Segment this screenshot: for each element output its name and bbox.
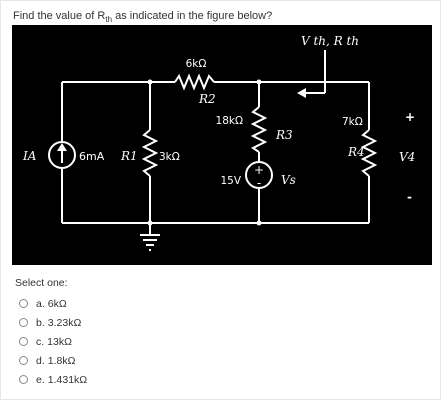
radio-button[interactable]: [19, 337, 28, 346]
circuit-wires: [48, 50, 378, 251]
r4-value: 7kΩ: [342, 116, 363, 128]
ia-value: 6mA: [79, 150, 105, 163]
question-card: Find the value of Rth as indicated in th…: [0, 0, 441, 400]
option-letter: d.: [36, 354, 45, 367]
option-c[interactable]: c. 13kΩ: [19, 332, 87, 351]
circuit-background: [12, 25, 432, 265]
radio-button[interactable]: [19, 299, 28, 308]
radio-button[interactable]: [19, 375, 28, 384]
r3-value: 18kΩ: [216, 115, 243, 127]
r1-value: 3kΩ: [159, 151, 180, 163]
vth-arrow: [297, 88, 306, 98]
select-one-label: Select one:: [15, 277, 68, 289]
option-text: 1.8kΩ: [47, 354, 76, 367]
r2-resistor: [174, 73, 215, 91]
current-source: [48, 141, 76, 169]
option-a[interactable]: a. 6kΩ: [19, 294, 87, 313]
option-letter: b.: [36, 316, 45, 329]
option-text: 3.23kΩ: [47, 316, 82, 329]
circuit-figure: + - V th, R th 6kΩ R2 18kΩ R3 7kΩ R4 + V…: [12, 25, 432, 265]
r2-value: 6kΩ: [186, 58, 207, 70]
v4-name: V4: [399, 150, 415, 164]
circuit-diagram: + - V th, R th 6kΩ R2 18kΩ R3 7kΩ R4 + V…: [12, 25, 432, 265]
option-letter: e.: [36, 373, 45, 386]
ia-name: IA: [22, 149, 37, 163]
r3-name: R3: [275, 128, 293, 142]
current-arrow: [57, 143, 67, 151]
option-letter: a.: [36, 297, 45, 310]
option-text: 13kΩ: [47, 335, 72, 348]
radio-button[interactable]: [19, 356, 28, 365]
vs-value: 15V: [220, 175, 241, 187]
question-text: Find the value of Rth as indicated in th…: [13, 10, 273, 25]
option-e[interactable]: e. 1.431kΩ: [19, 370, 87, 389]
r1-resistor: [141, 129, 159, 177]
vs-plus-sign: +: [254, 163, 264, 177]
answer-options: a. 6kΩ b. 3.23kΩ c. 13kΩ d. 1.8kΩ e. 1.4…: [19, 294, 87, 389]
r2-name: R2: [198, 92, 216, 106]
r4-name: R4: [347, 145, 365, 159]
vs-name: Vs: [281, 173, 296, 187]
r4-resistor: [360, 129, 378, 177]
voltage-source: [245, 161, 273, 189]
option-text: 6kΩ: [47, 297, 67, 310]
v4-plus-sign: +: [405, 110, 415, 124]
option-text: 1.431kΩ: [47, 373, 88, 386]
radio-button[interactable]: [19, 318, 28, 327]
vth-rth-label: V th, R th: [301, 34, 359, 48]
r3-resistor: [250, 106, 268, 153]
option-d[interactable]: d. 1.8kΩ: [19, 351, 87, 370]
vs-minus-sign: -: [257, 176, 261, 190]
option-letter: c.: [36, 335, 45, 348]
r1-name: R1: [120, 149, 138, 163]
v4-minus-sign: -: [407, 190, 412, 204]
option-b[interactable]: b. 3.23kΩ: [19, 313, 87, 332]
